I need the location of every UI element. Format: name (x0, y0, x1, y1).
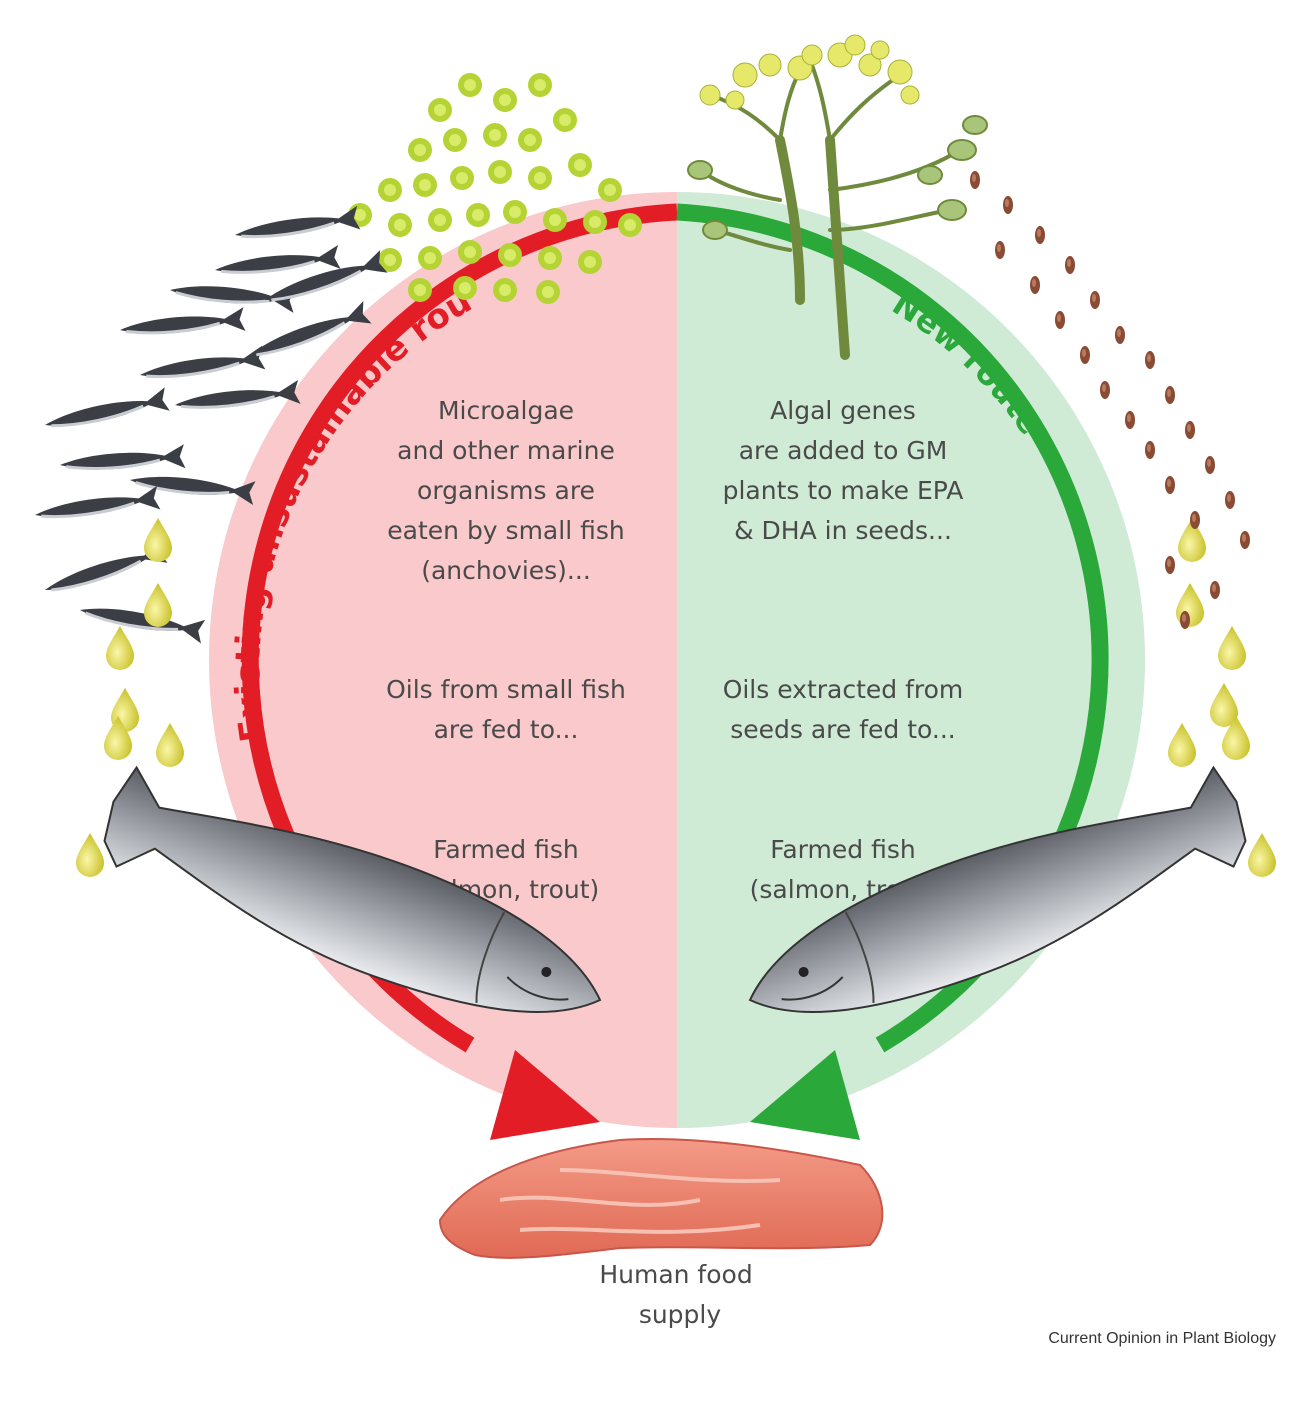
new-route-arrowhead (750, 1050, 860, 1140)
existing-step1-line: and other marine (397, 436, 615, 465)
existing-step1-text: Microalgae and other marine organisms are e… (387, 396, 624, 585)
existing-route-arrowhead (490, 1050, 600, 1140)
existing-step1-line: Microalgae (438, 396, 574, 425)
existing-step3-line: Farmed fish (433, 835, 578, 864)
existing-step2-line: are fed to... (434, 715, 579, 744)
new-step1-line: plants to make EPA (723, 476, 964, 505)
new-step3-line: Farmed fish (770, 835, 915, 864)
existing-step1-line: eaten by small fish (387, 516, 624, 545)
camelina-plant (698, 58, 962, 360)
camelina-pods (687, 115, 988, 240)
camelina-flowers (699, 34, 920, 110)
salmon-fillet (438, 1138, 884, 1259)
existing-step2-text: Oils from small fish are fed to... (386, 675, 626, 744)
new-route-steps: Algal genes are added to GM plants to make… (723, 396, 964, 904)
new-step1-text: Algal genes are added to GM plants to make… (723, 396, 964, 545)
new-step2-line: Oils extracted from (723, 675, 964, 704)
new-step2-text: Oils extracted from seeds are fed to... (723, 675, 964, 744)
new-step2-line: seeds are fed to... (730, 715, 956, 744)
existing-step1-line: organisms are (417, 476, 595, 505)
new-step1-line: & DHA in seeds... (734, 516, 952, 545)
destination-label: Human food supply (599, 1260, 760, 1329)
new-step1-line: are added to GM (739, 436, 948, 465)
credit-line: Current Opinion in Plant Biology (1048, 1330, 1276, 1347)
new-step1-line: Algal genes (770, 396, 916, 425)
existing-step2-line: Oils from small fish (386, 675, 626, 704)
existing-step1-line: (anchovies)... (421, 556, 591, 585)
